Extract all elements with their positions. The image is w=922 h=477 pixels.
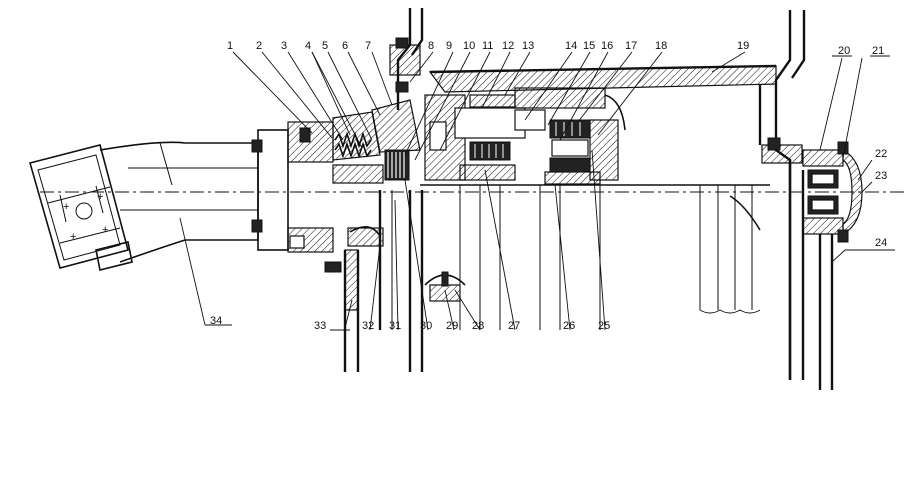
callout-5: 5: [322, 40, 328, 52]
callout-32: 32: [362, 320, 374, 332]
callout-28: 28: [472, 320, 484, 332]
callout-4: 4: [305, 40, 311, 52]
motor-body: [99, 141, 259, 263]
callout-3: 3: [281, 40, 287, 52]
callout-16: 16: [601, 40, 613, 52]
callout-11: 11: [482, 40, 493, 52]
right-drum-flange: [729, 10, 806, 380]
callout-24: 24: [875, 237, 887, 249]
callout-14: 14: [565, 40, 577, 52]
callout-8: 8: [428, 40, 434, 52]
planetary-gearbox: [424, 87, 626, 185]
callout-30: 30: [420, 320, 432, 332]
callout-10: 10: [463, 40, 475, 52]
callout-9: 9: [446, 40, 452, 52]
callout-2: 2: [256, 40, 262, 52]
callout-23: 23: [875, 170, 887, 182]
motor-port-block: [29, 144, 129, 269]
callout-25: 25: [598, 320, 610, 332]
left-drum-flange: [324, 8, 424, 372]
port-hole: [75, 202, 93, 220]
callout-19: 19: [737, 40, 749, 52]
callout-18: 18: [655, 40, 667, 52]
callout-6: 6: [342, 40, 348, 52]
svg-text:+: +: [63, 201, 69, 213]
callout-15: 15: [583, 40, 595, 52]
fastener-detail: [424, 271, 466, 302]
callout-13: 13: [522, 40, 534, 52]
callout-26: 26: [563, 320, 575, 332]
callout-27: 27: [508, 320, 520, 332]
callout-29: 29: [446, 320, 458, 332]
callout-1: 1: [227, 40, 233, 52]
callout-21: 21: [872, 45, 884, 57]
outboard-bearing: [802, 141, 863, 390]
svg-text:+: +: [102, 224, 108, 236]
motor-flange: [251, 121, 334, 253]
callout-31: 31: [389, 320, 401, 332]
callout-20: 20: [838, 45, 850, 57]
brake-assembly: [332, 99, 421, 247]
callout-labels: 1 2 3 4 5 6 7 8 9 10 11 12 13 14 15 16 1…: [210, 40, 887, 332]
callout-17: 17: [625, 40, 637, 52]
callout-34: 34: [210, 315, 222, 327]
leader-lines: [179, 51, 895, 331]
svg-text:+: +: [70, 231, 76, 243]
callout-7: 7: [365, 40, 371, 52]
end-cap: [842, 149, 863, 235]
svg-text:+: +: [97, 191, 103, 203]
callout-22: 22: [875, 148, 887, 160]
drum-shell: [420, 64, 777, 330]
callout-12: 12: [502, 40, 514, 52]
callout-33: 33: [314, 320, 326, 332]
